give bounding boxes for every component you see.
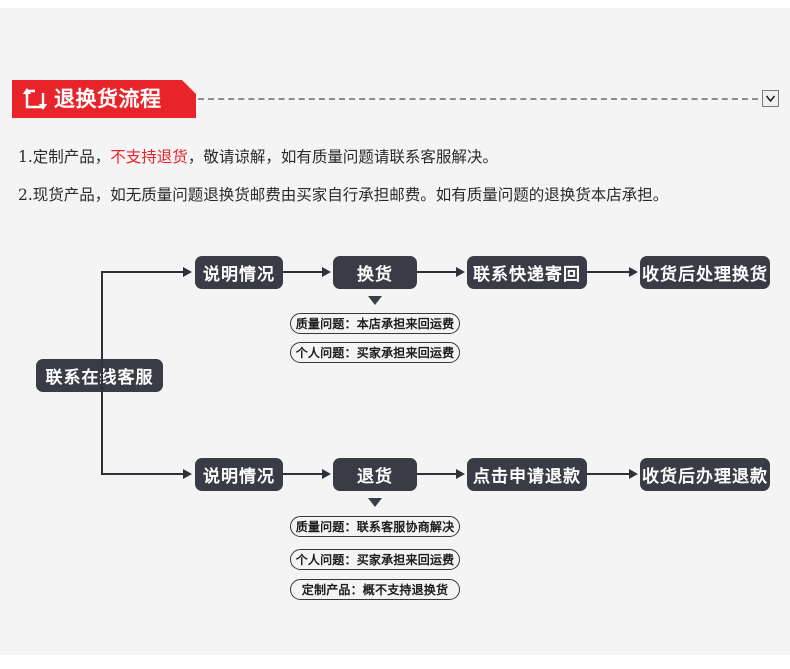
section-header-content: 退换货流程 [12, 80, 196, 118]
policy-1-part-a: 1.定制产品， [18, 148, 111, 166]
flow-node-exchange-step-4[interactable]: 收货后处理换货 [640, 256, 770, 289]
flow-connector-bottom-arm [101, 473, 183, 475]
policy-line-stock: 2.现货产品，如无质量问题退换货邮费由买家自行承担邮费。如有质量问题的退换货本店… [18, 183, 668, 205]
flow-note-return-2: 个人问题：买家承担来回运费 [290, 549, 460, 570]
flow-node-exchange-step-1[interactable]: 说明情况 [195, 256, 283, 289]
flow-connector-trunk [101, 272, 103, 474]
flow-connector-ex-2-3 [417, 271, 456, 273]
flow-note-return-3: 定制产品：概不支持退换货 [290, 579, 460, 600]
flow-node-exchange-step-3[interactable]: 联系快递寄回 [467, 256, 587, 289]
flow-arrow-ex-3-4 [629, 267, 638, 277]
flow-note-return-1: 质量问题：联系客服协商解决 [290, 516, 460, 537]
flow-connector-rt-2-3 [417, 473, 456, 475]
chevron-down-glyph [765, 95, 776, 103]
policy-2-part-a: 2.现货产品，如无质量问题退换货邮费由买家自行承担邮费。如有质量问题的退换货本店… [18, 186, 669, 204]
flow-connector-ex-3-4 [587, 271, 629, 273]
flow-arrow-rt-2-3 [456, 469, 465, 479]
policy-1-part-c: ，敬请谅解，如有质量问题请联系客服解决。 [187, 148, 498, 166]
return-exchange-icon [21, 87, 49, 111]
flow-connector-rt-3-4 [587, 473, 629, 475]
policy-1-part-highlight: 不支持退货 [110, 148, 188, 166]
flow-arrow-rt-3-4 [629, 469, 638, 479]
policy-line-custom: 1.定制产品，不支持退货，敬请谅解，如有质量问题请联系客服解决。 [18, 145, 498, 167]
flow-arrow-ex-1-2 [322, 267, 331, 277]
flow-marker-return-notes [368, 498, 382, 507]
section-header: 退换货流程 [12, 80, 196, 118]
flow-arrow-ex-2-3 [456, 267, 465, 277]
chevron-down-icon[interactable] [762, 90, 779, 107]
flow-marker-exchange-notes [368, 296, 382, 305]
section-header-title: 退换货流程 [54, 86, 162, 111]
flow-arrow-to-top-branch [183, 267, 192, 277]
flow-node-return-step-1[interactable]: 说明情况 [195, 458, 283, 491]
flow-arrow-to-bottom-branch [183, 469, 192, 479]
flow-connector-top-arm [101, 271, 183, 273]
flow-arrow-rt-1-2 [322, 469, 331, 479]
header-dashed-rule [198, 98, 758, 100]
flow-note-exchange-2: 个人问题：买家承担来回运费 [290, 342, 460, 363]
flow-node-return-step-4[interactable]: 收货后办理退款 [640, 458, 770, 491]
flow-connector-rt-1-2 [283, 473, 322, 475]
flow-note-exchange-1: 质量问题：本店承担来回运费 [290, 313, 460, 334]
flow-node-return-step-2[interactable]: 退货 [333, 458, 417, 491]
flow-connector-ex-1-2 [283, 271, 322, 273]
flow-node-return-step-3[interactable]: 点击申请退款 [467, 458, 587, 491]
flow-node-start[interactable]: 联系在线客服 [36, 359, 163, 392]
flow-node-exchange-step-2[interactable]: 换货 [333, 256, 417, 289]
